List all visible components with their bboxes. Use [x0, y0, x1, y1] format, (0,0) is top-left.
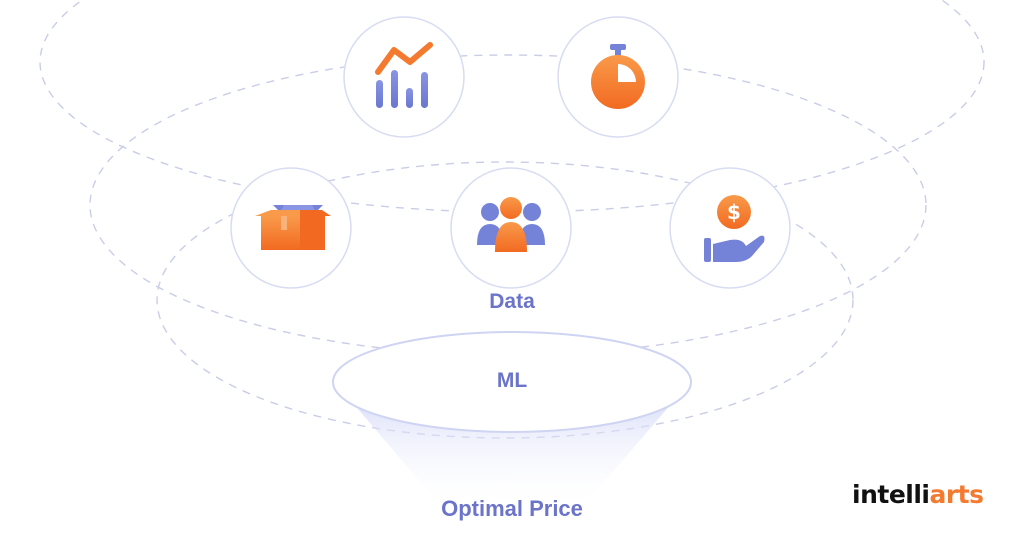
team-icon [477, 197, 545, 252]
icon-circle-money: $ [669, 167, 791, 289]
funnel [332, 331, 692, 510]
ml-label: ML [496, 369, 528, 392]
box-icon [255, 205, 331, 250]
data-label: Data [489, 290, 535, 313]
svg-text:$: $ [727, 200, 741, 224]
intelliarts-logo: intelliarts [852, 480, 1002, 514]
icon-circle-team [450, 167, 572, 289]
icon-circle-stopwatch [557, 16, 679, 138]
inner-orbit [156, 161, 854, 439]
stopwatch-icon [591, 44, 645, 109]
money-hand-icon: $ [704, 195, 765, 262]
chart-icon [375, 42, 433, 108]
logo-text: intelliarts [852, 480, 984, 509]
logo-text-dark: intelli [852, 480, 930, 509]
icon-circle-chart [343, 16, 465, 138]
ml-ellipse [332, 331, 692, 433]
optimal-price-label: Optimal Price [441, 496, 583, 521]
logo-text-accent: arts [929, 480, 984, 509]
outer-orbit [39, 0, 985, 213]
icon-circle-box [230, 167, 352, 289]
